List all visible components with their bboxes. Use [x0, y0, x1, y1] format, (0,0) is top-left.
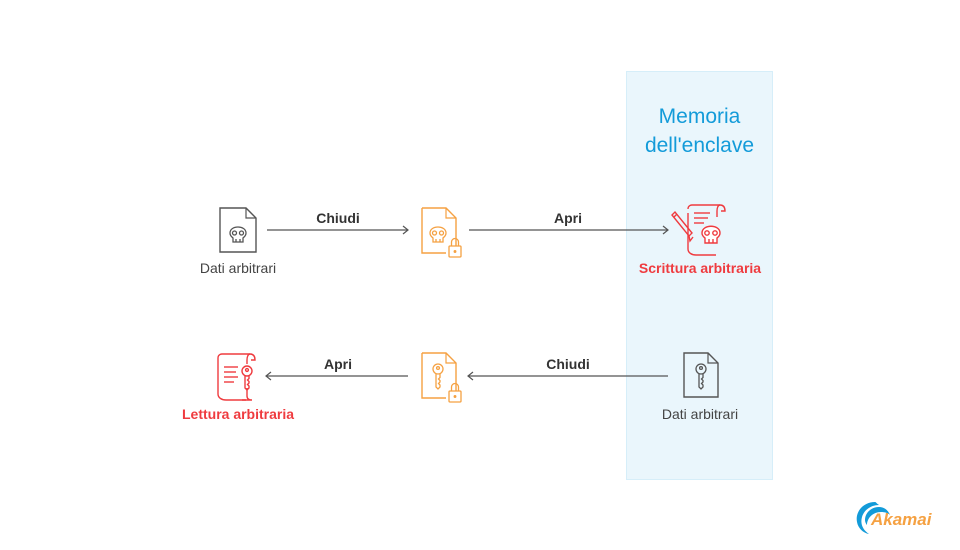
row2-chiudi-label: Chiudi [546, 356, 590, 372]
row2-result-label: Lettura arbitraria [181, 406, 295, 422]
arrow-row2-apri [265, 371, 408, 381]
locked-skull-document-icon [421, 207, 462, 258]
row2-apri-label: Apri [324, 356, 352, 372]
arrow-row2-chiudi [467, 371, 668, 381]
row1-source-label: Dati arbitrari [199, 260, 277, 276]
scroll-pen-skull-icon [671, 204, 726, 256]
arrow-row1-chiudi [267, 225, 409, 235]
akamai-logo-text: Akamai [871, 510, 932, 529]
locked-key-document-icon [421, 352, 462, 403]
arrow-row1-apri [469, 225, 669, 235]
key-document-icon [683, 352, 719, 398]
akamai-logo: Akamai [855, 500, 937, 541]
panel-title-line1: Memoria [658, 105, 741, 128]
row1-chiudi-label: Chiudi [316, 210, 360, 226]
akamai-wave-icon [856, 502, 890, 534]
row1-apri-label: Apri [554, 210, 582, 226]
row2-source-label: Dati arbitrari [661, 406, 739, 422]
row1-result-label: Scrittura arbitraria [638, 260, 762, 276]
panel-title-line2: dell'enclave [644, 134, 755, 157]
scroll-key-icon [217, 353, 256, 401]
panel-title: Memoria dell'enclave [627, 102, 772, 160]
skull-document-icon [219, 207, 257, 253]
enclave-memory-panel: Memoria dell'enclave [626, 71, 773, 480]
